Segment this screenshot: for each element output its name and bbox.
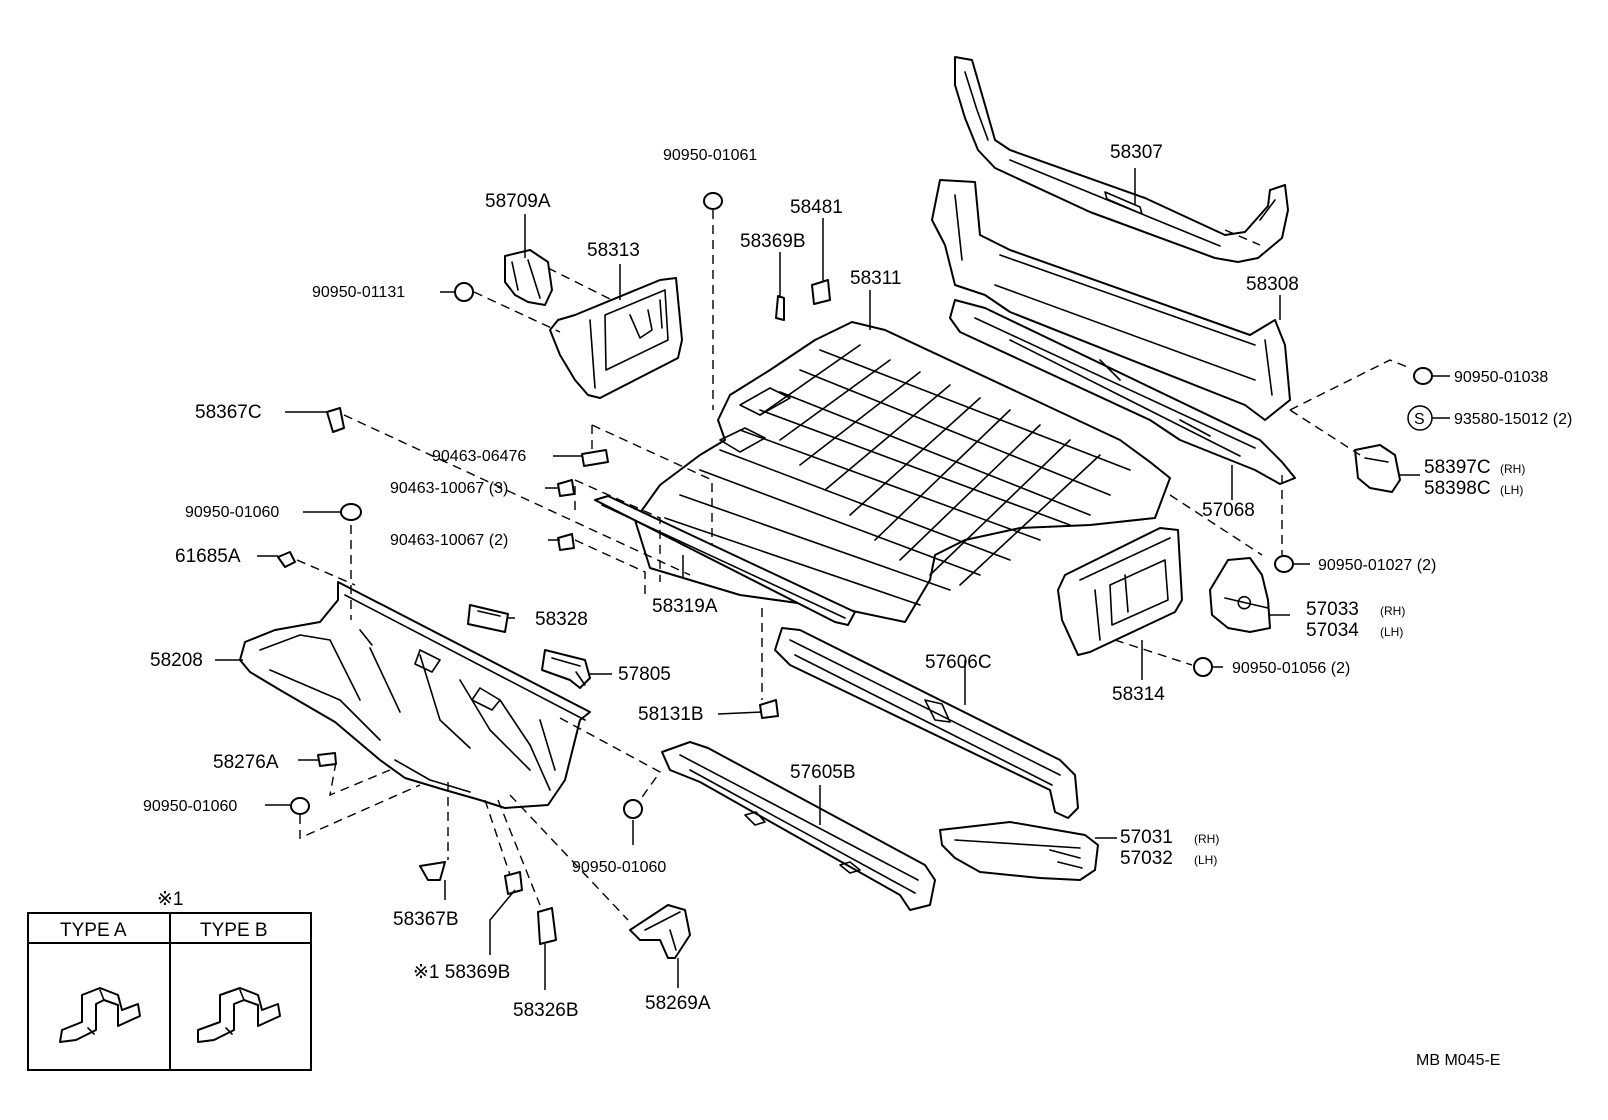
callout-58313: 58313: [587, 240, 640, 261]
callout-90950-01061: 90950-01061: [663, 147, 757, 164]
callout-58398c-suffix: (LH): [1500, 483, 1523, 497]
callout-57034-suffix: (LH): [1380, 625, 1403, 639]
type-b-clip-illustration: [197, 987, 281, 1043]
callout-90463-10067-2: 90463-10067 (2): [390, 532, 508, 549]
leader-lines: [215, 168, 1450, 990]
callout-57605b: 57605B: [790, 762, 856, 783]
callout-57034: 57034: [1306, 620, 1359, 641]
part-58208-shape: [239, 581, 591, 809]
part-58307-shape: [954, 56, 1289, 263]
part-58397c-shape: [1354, 444, 1401, 493]
callout-90950-01056: 90950-01056 (2): [1232, 660, 1350, 677]
callout-58397c: 58397C: [1424, 457, 1491, 478]
callout-58319a: 58319A: [652, 596, 718, 617]
part-57033-shape: [1209, 557, 1271, 633]
part-57606c-shape: [774, 627, 1079, 819]
callout-labels: 58307 58308 58311 58313 58709A 90950-010…: [143, 142, 1572, 1021]
part-58709a-shape: [504, 249, 553, 306]
diagram-id: MB M045-E: [1416, 1052, 1500, 1069]
callout-58367c: 58367C: [195, 402, 262, 423]
type-legend-box: ※1 TYPE A TYPE B: [27, 889, 312, 1071]
circle-s-mark: S: [1414, 411, 1425, 428]
callout-90950-01038: 90950-01038: [1454, 369, 1548, 386]
part-58311-shape: [634, 321, 1171, 623]
callout-57805: 57805: [618, 664, 671, 685]
callout-58397c-suffix: (RH): [1500, 462, 1525, 476]
callout-58326b: 58326B: [513, 1000, 579, 1021]
callout-90950-01060-b: 90950-01060: [143, 798, 237, 815]
callout-58307: 58307: [1110, 142, 1163, 163]
callout-90950-01060-c: 90950-01060: [572, 859, 666, 876]
part-58269a-shape: [629, 904, 691, 959]
callout-58311: 58311: [850, 268, 901, 289]
callout-57031-suffix: (RH): [1194, 832, 1219, 846]
callout-90950-01060-a: 90950-01060: [185, 504, 279, 521]
part-57805-shape: [541, 649, 591, 689]
part-58328-shape: [467, 604, 509, 633]
part-58314-shape: [1057, 527, 1183, 656]
callout-58481: 58481: [790, 197, 843, 218]
type-box-mark: ※1: [157, 889, 184, 910]
part-58313-shape: [549, 277, 683, 399]
callout-90463-10067-3: 90463-10067 (3): [390, 480, 508, 497]
callout-57033-suffix: (RH): [1380, 604, 1405, 618]
part-57605b-shape: [661, 741, 936, 911]
callout-58269a: 58269A: [645, 993, 711, 1014]
callout-57032-suffix: (LH): [1194, 853, 1217, 867]
callout-90950-01131: 90950-01131: [312, 284, 405, 301]
type-b-label: TYPE B: [200, 920, 268, 941]
callout-57031: 57031: [1120, 827, 1173, 848]
callout-58208: 58208: [150, 650, 203, 671]
callout-58398c: 58398C: [1424, 478, 1491, 499]
callout-58314: 58314: [1112, 684, 1165, 705]
callout-90463-06476: 90463-06476: [432, 448, 526, 465]
callout-58369b-bottom: ※1 58369B: [413, 962, 510, 983]
callout-93580-15012: 93580-15012 (2): [1454, 411, 1572, 428]
assembly-lines: [296, 210, 1411, 921]
callout-57068: 57068: [1202, 500, 1255, 521]
callout-58709a: 58709A: [485, 191, 551, 212]
callout-57033: 57033: [1306, 599, 1359, 620]
fasteners: [277, 192, 1433, 945]
callout-58276a: 58276A: [213, 752, 279, 773]
callout-58131b: 58131B: [638, 704, 704, 725]
part-57068-shape: [949, 299, 1296, 485]
part-58308-shape: [931, 179, 1291, 421]
type-a-label: TYPE A: [60, 920, 127, 941]
callout-58308: 58308: [1246, 274, 1299, 295]
callout-57032: 57032: [1120, 848, 1173, 869]
callout-58367b: 58367B: [393, 909, 459, 930]
type-a-clip-illustration: [59, 987, 141, 1043]
callout-57606c: 57606C: [925, 652, 992, 673]
callout-58328: 58328: [535, 609, 588, 630]
callout-90950-01027: 90950-01027 (2): [1318, 557, 1436, 574]
callout-58369b-top: 58369B: [740, 231, 806, 252]
callout-61685a: 61685A: [175, 546, 241, 567]
part-57031-shape: [939, 821, 1099, 881]
part-58319a-shape: [594, 495, 856, 626]
